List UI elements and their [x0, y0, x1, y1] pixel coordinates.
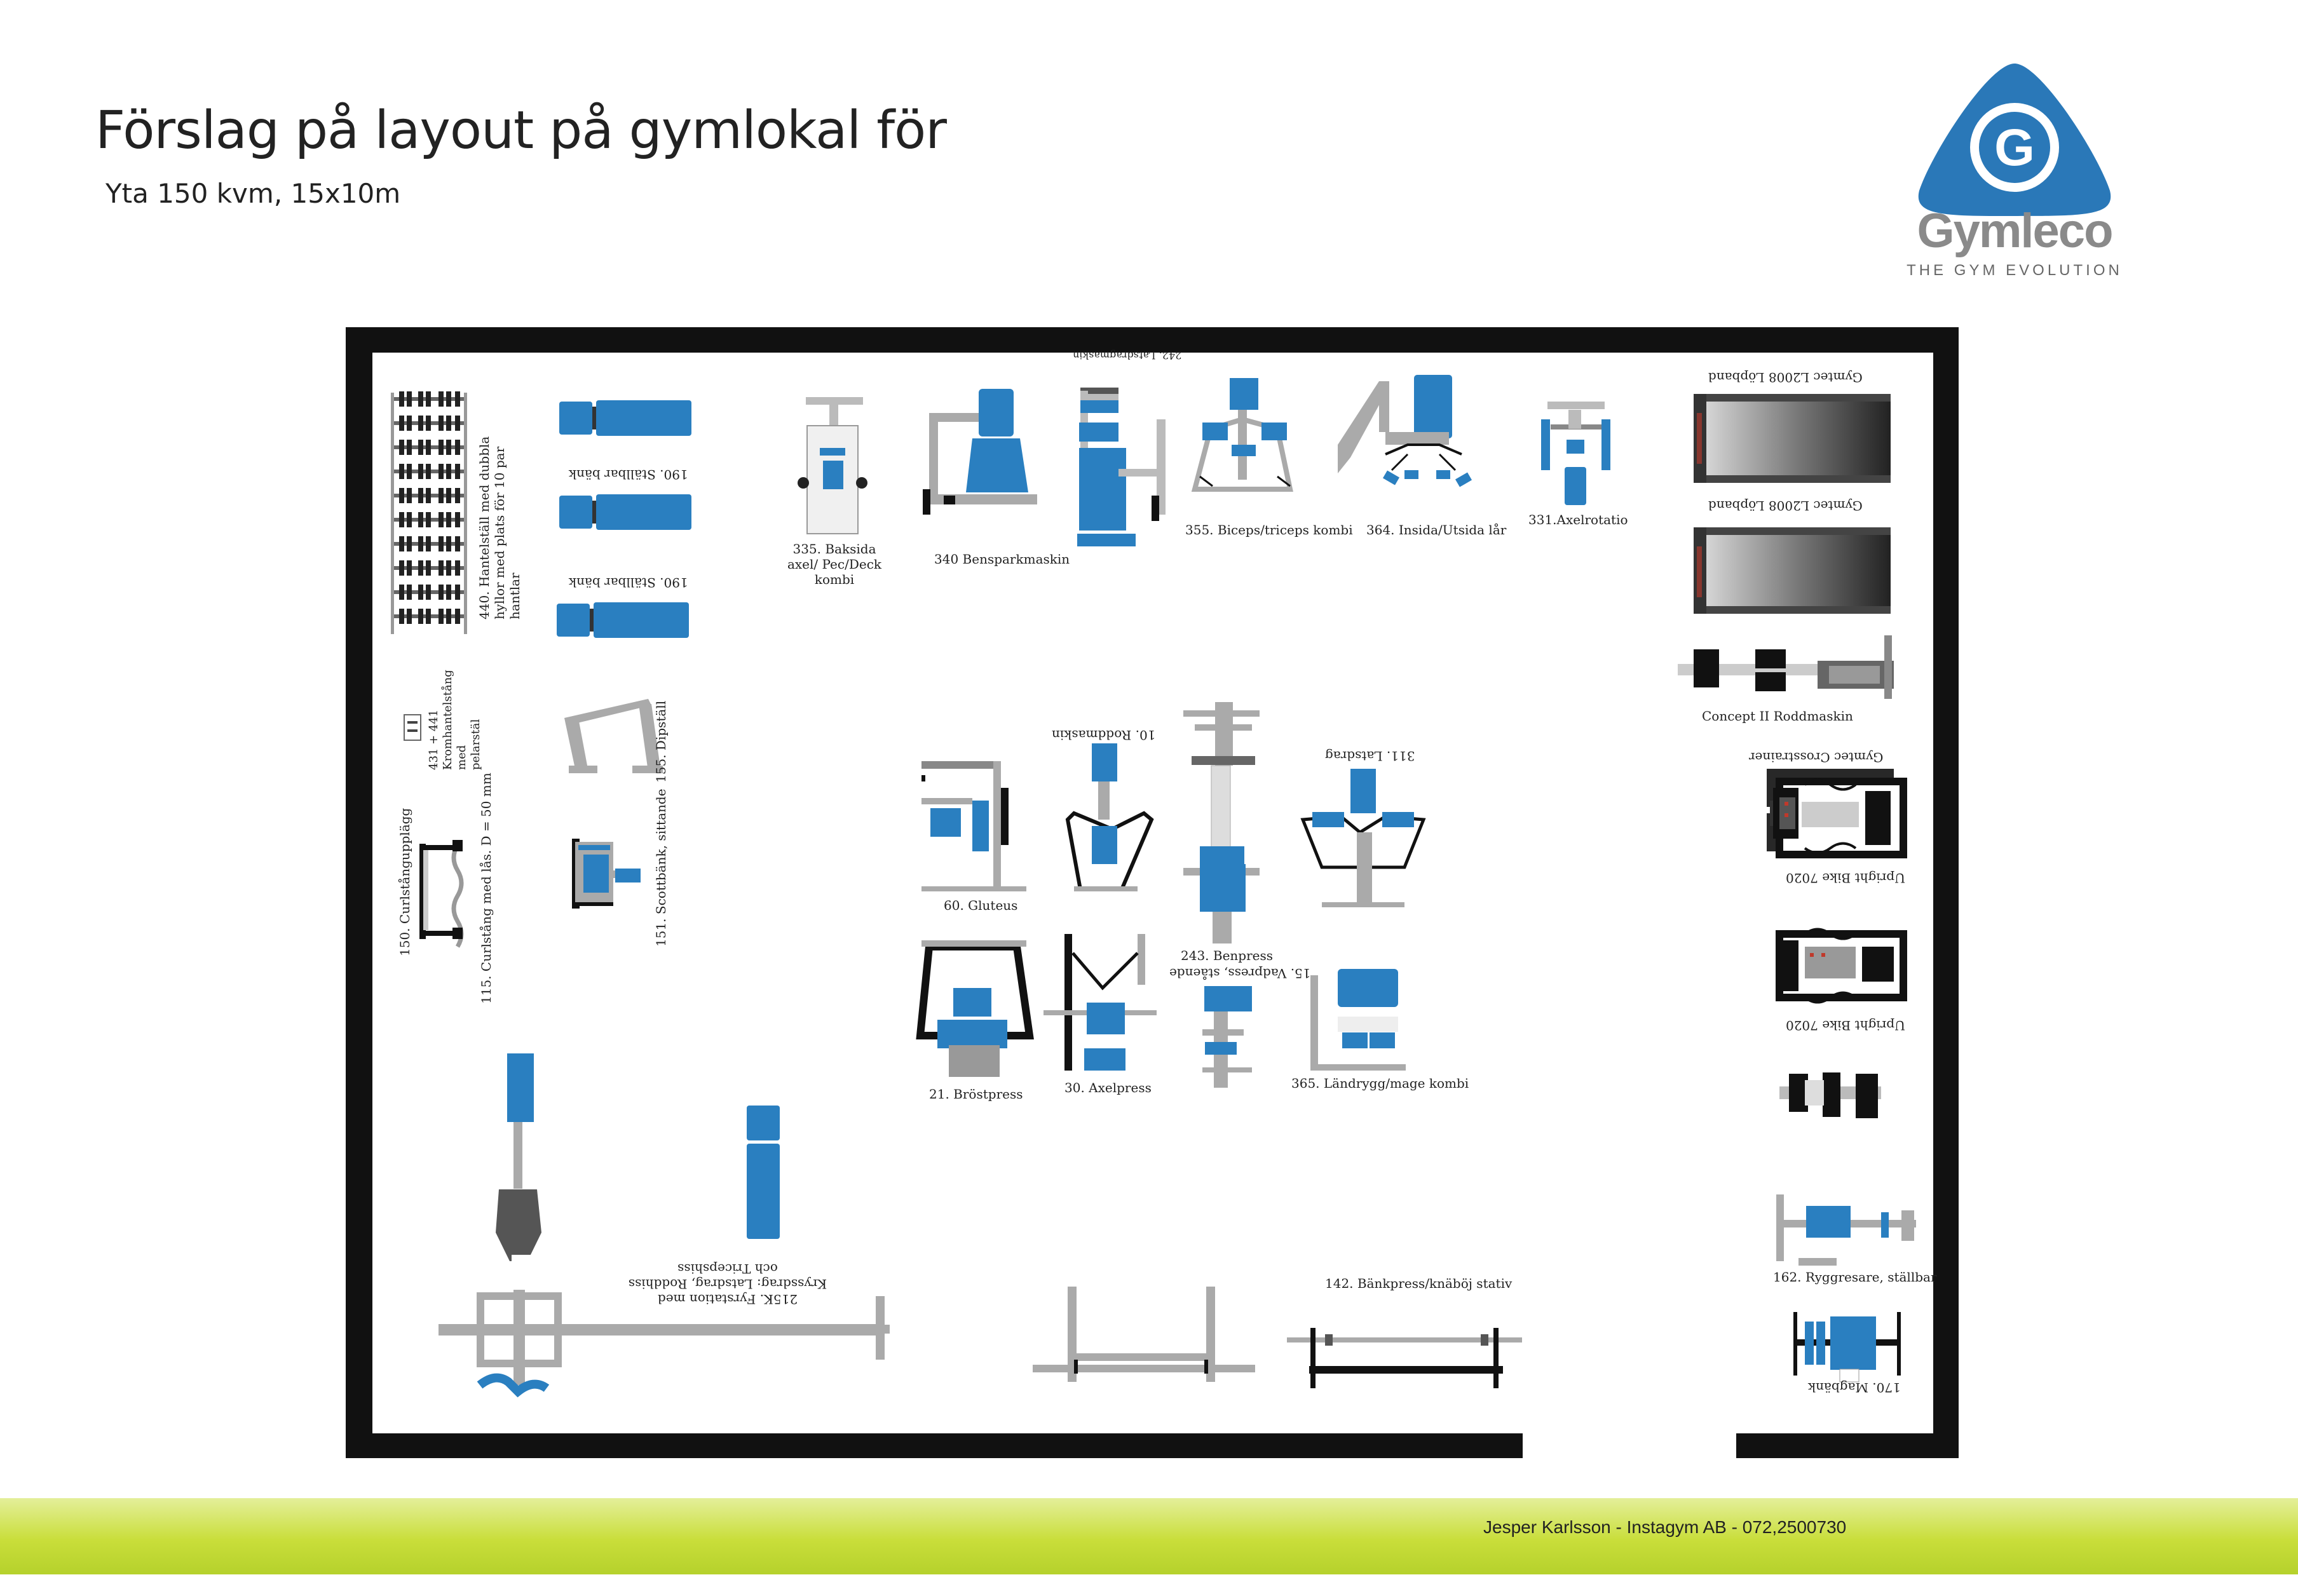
footer-contact: Jesper Karlsson - Instagym AB - 072,2500…: [1483, 1517, 1847, 1537]
shoulder-rotation-machine-icon: [1541, 402, 1610, 505]
pec-deck-machine-icon: [798, 397, 867, 534]
room-walls: [346, 327, 1959, 1458]
label-chest-21: 21. Bröstpress: [929, 1086, 1023, 1102]
calf-press-machine-icon: [1202, 986, 1252, 1088]
leg-press-machine-icon: [1183, 702, 1260, 943]
inner-outer-thigh-machine-icon: [1338, 375, 1472, 487]
label-back-162: 162. Ryggresare, ställbar: [1773, 1269, 1937, 1285]
label-bench-190-b: 190. Ställbar bänk: [569, 575, 688, 590]
spin-bike-icon: [1779, 1072, 1881, 1118]
page-subtitle: Yta 150 kvm, 15x10m: [105, 178, 401, 209]
label-calf-15: 15. Vadpress, stående: [1169, 966, 1311, 981]
treadmill-icon: [1694, 394, 1891, 614]
abs-bench-icon: [1793, 1312, 1901, 1383]
label-dip-155: 155. Dipställ: [653, 700, 669, 783]
label-row-10: 10. Roddmaskin: [1052, 727, 1156, 743]
upright-bike-icon: [1776, 928, 1907, 1004]
curl-bar-rack-icon: [419, 840, 464, 948]
label-crosstrainer: Gymtec Crosstrainer: [1749, 750, 1884, 765]
label-shoulder-30: 30. Axelpress: [1064, 1080, 1152, 1095]
back-extension-bench-icon: [1776, 1194, 1916, 1266]
label-rotation-331: 331.Axelrotatio: [1528, 512, 1628, 527]
lat-row-machine-icon: [1300, 769, 1426, 907]
upright-bike-icon: [1773, 778, 1907, 858]
label-thigh-364: 364. Insida/Utsida lår: [1366, 522, 1507, 538]
logo-tagline: THE GYM EVOLUTION: [1907, 262, 2123, 279]
label-treadmill-2: Gymtec L2008 Löpband: [1708, 498, 1863, 513]
gymleco-logo: G: [1918, 64, 2111, 216]
label-latsdrag-311: 311. Latsdrag: [1325, 748, 1415, 764]
label-bike-1: Upright Bike 7020: [1786, 870, 1905, 886]
glute-machine-icon: [921, 761, 1026, 891]
label-cable-215: 215K. Fyrstation med Kryssdrag: Latsdrag…: [628, 1261, 827, 1307]
label-bike-2: Upright Bike 7020: [1786, 1018, 1905, 1033]
label-kombi-335: 335. Baksida axel/ Pec/Deck kombi: [787, 541, 882, 587]
label-curlbar-115: 115. Curlstång med lås. D = 50 mm: [479, 773, 494, 1004]
label-glute-60: 60. Gluteus: [944, 898, 1018, 913]
label-bench-142: 142. Bänkpress/knäböj stativ: [1325, 1276, 1513, 1291]
rowing-machine-seated-icon: [1065, 743, 1154, 891]
label-rower: Concept II Roddmaskin: [1702, 708, 1853, 724]
lat-pulldown-machine-icon: [1077, 388, 1166, 546]
logo-wordmark: Gymleco: [1917, 204, 2113, 258]
label-scott-151: 151. Scottbänk, sittande: [653, 788, 669, 947]
leg-extension-machine-icon: [923, 389, 1037, 515]
squat-stand-icon: [1033, 1287, 1255, 1382]
dip-stand-icon: [564, 699, 663, 773]
label-biceps-355: 355. Biceps/triceps kombi: [1185, 522, 1353, 538]
label-legext-340: 340 Bensparkmaskin: [934, 551, 1070, 567]
label-abs-170: 170. Magbänk: [1808, 1380, 1901, 1395]
scott-bench-icon: [572, 839, 641, 909]
label-legpress-243: 243. Benpress: [1181, 948, 1274, 963]
chest-press-machine-icon: [916, 940, 1034, 1077]
label-curlrack-150: 150. Curlstångupplägg: [397, 808, 412, 956]
bench-press-stand-icon: [1287, 1328, 1522, 1388]
label-bench-190-a: 190. Ställbar bänk: [569, 467, 688, 482]
footer-bar: [0, 1498, 2298, 1574]
label-dumbbell-rack: 440. Hantelställ med dubbla hyllor med p…: [477, 436, 522, 619]
cable-station-icon: [439, 1053, 890, 1398]
barbell-rack-small-icon: [404, 714, 421, 741]
page-title: Förslag på layout på gymlokal för: [95, 100, 947, 161]
dumbbell-rack-icon: [391, 391, 467, 634]
label-latpull-242: 242. Latsdragmaskin: [1073, 349, 1182, 362]
lower-back-abs-machine-icon: [1310, 969, 1406, 1071]
label-back-365: 365. Ländrygg/mage kombi: [1291, 1076, 1469, 1091]
biceps-triceps-machine-icon: [1191, 378, 1293, 492]
rowing-machine-icon: [1678, 635, 1894, 699]
label-kombi-431: 431 + 441 Kromhantelstång med pelarstäl: [427, 670, 482, 770]
shoulder-press-machine-icon: [1044, 934, 1157, 1071]
adjustable-bench-icon: [557, 400, 691, 638]
logo-letter: G: [1994, 119, 2035, 177]
label-treadmill-1: Gymtec L2008 Löpband: [1708, 370, 1863, 385]
